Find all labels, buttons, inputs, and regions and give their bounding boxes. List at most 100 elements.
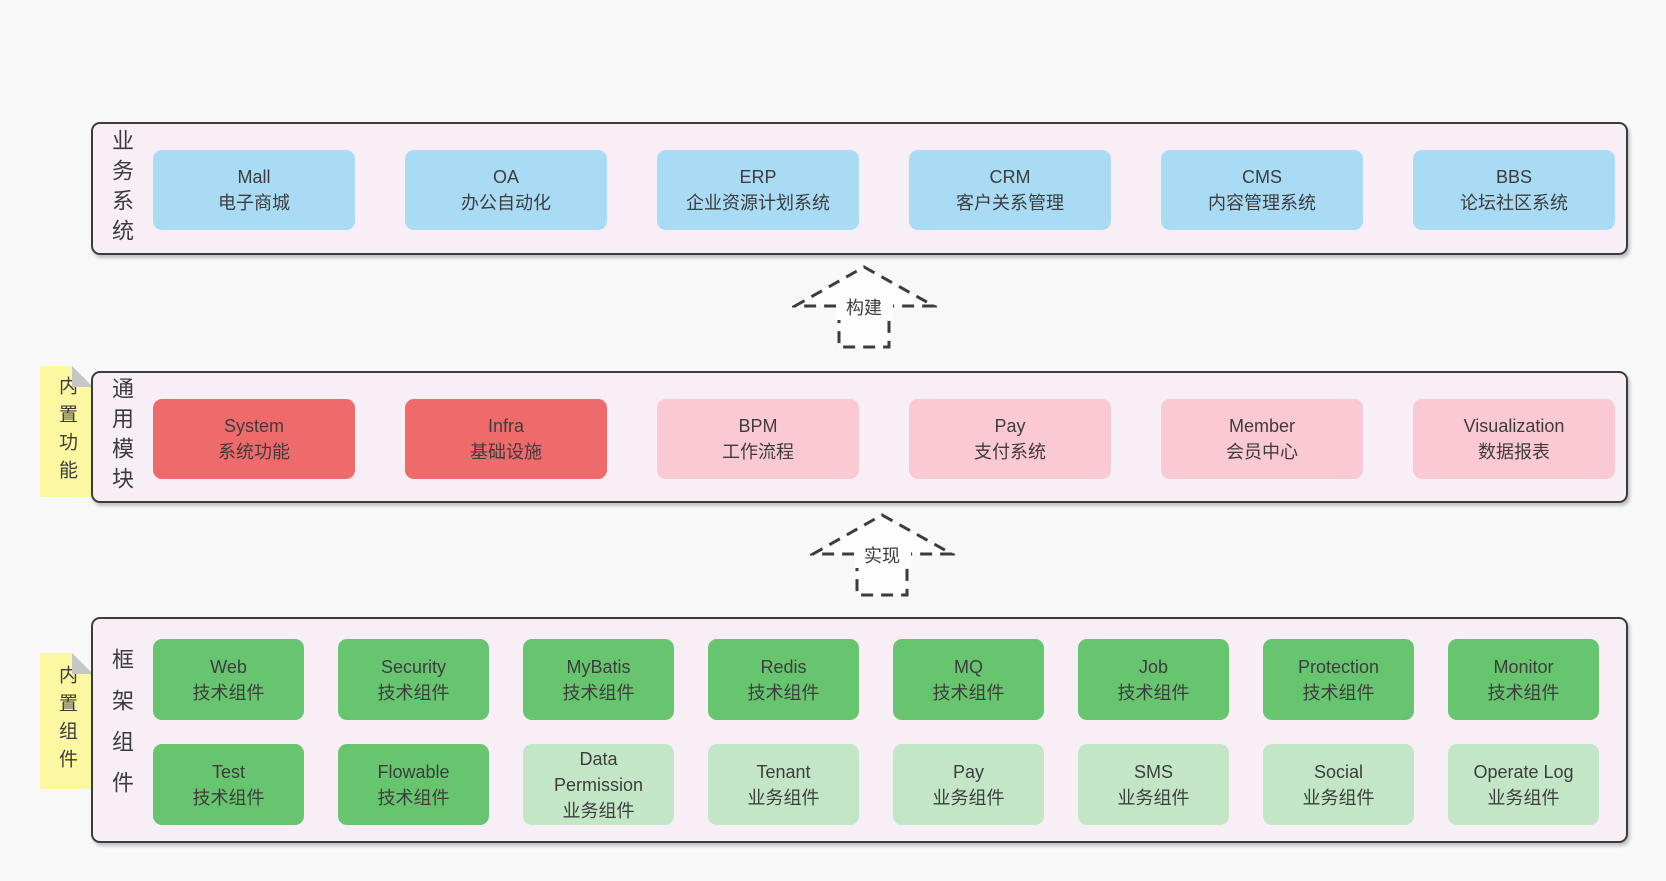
box-mall: Mall 电子商城 [153, 150, 355, 230]
box-subtitle: 基础设施 [470, 442, 542, 462]
box-subtitle: 论坛社区系统 [1460, 193, 1568, 213]
layer-common-modules: 通用模块 System 系统功能 Infra 基础设施 BPM 工作流程 Pay… [91, 371, 1628, 503]
folded-corner-icon [72, 366, 93, 387]
box-title: Infra [487, 416, 525, 436]
box-subtitle: 业务组件 [932, 787, 1005, 808]
box-infra: Infra 基础设施 [405, 399, 607, 479]
box-title: Monitor [1493, 656, 1554, 677]
arrow-label: 构建 [846, 298, 882, 318]
box-title: Web [210, 656, 247, 677]
box-title: MQ [954, 656, 983, 677]
arrow-label-background [854, 541, 911, 568]
box-title: Redis [760, 656, 807, 677]
layer-label: 业务系统 [103, 124, 139, 253]
box-title: Mall [237, 167, 271, 187]
folded-corner-icon [72, 653, 93, 674]
box-web: Web 技术组件 [153, 639, 304, 720]
box-subtitle: 技术组件 [1487, 682, 1560, 703]
box-subtitle: 内容管理系统 [1208, 193, 1316, 213]
box-title: Flowable [377, 761, 450, 782]
box-subtitle: 技术组件 [562, 682, 635, 703]
box-mq: MQ 技术组件 [893, 639, 1044, 720]
box-subtitle: 办公自动化 [461, 193, 551, 213]
layer-business-systems: 业务系统 Mall 电子商城 OA 办公自动化 ERP 企业资源计划系统 CRM… [91, 122, 1628, 255]
box-bbs: BBS 论坛社区系统 [1413, 150, 1615, 230]
box-title: Protection [1297, 656, 1380, 677]
box-title: CMS [1242, 167, 1282, 187]
layer-label: 通用模块 [103, 373, 139, 501]
box-title: Member [1228, 416, 1295, 436]
box-title: Job [1138, 656, 1169, 677]
box-subtitle: 业务组件 [562, 800, 635, 821]
box-title: Data Permission [553, 748, 644, 795]
box-title: CRM [989, 167, 1031, 187]
box-title: Operate Log [1473, 761, 1574, 782]
sticky-note-text: 内置功能 [56, 375, 77, 488]
box-title: System [223, 416, 284, 436]
box-monitor: Monitor 技术组件 [1448, 639, 1599, 720]
box-title: BPM [738, 416, 778, 436]
layer-label-text: 框架组件 [109, 648, 134, 812]
box-subtitle: 业务组件 [1302, 787, 1375, 808]
box-pay: Pay 支付系统 [909, 399, 1111, 479]
sticky-note-built-in-components: 内置组件 [40, 653, 93, 789]
box-erp: ERP 企业资源计划系统 [657, 150, 859, 230]
box-title: Social [1313, 761, 1364, 782]
arrow-label-background [836, 293, 893, 320]
box-title: Security [380, 656, 447, 677]
box-protection: Protection 技术组件 [1263, 639, 1414, 720]
box-cms: CMS 内容管理系统 [1161, 150, 1363, 230]
box-flowable: Flowable 技术组件 [338, 744, 489, 825]
box-title: SMS [1133, 761, 1173, 782]
sticky-note-text: 内置组件 [56, 665, 77, 777]
box-tenant: Tenant 业务组件 [708, 744, 859, 825]
box-mybatis: MyBatis 技术组件 [523, 639, 674, 720]
box-subtitle: 支付系统 [974, 442, 1046, 462]
box-security: Security 技术组件 [338, 639, 489, 720]
box-sms: SMS 业务组件 [1078, 744, 1229, 825]
box-subtitle: 技术组件 [1117, 682, 1190, 703]
box-title: OA [492, 167, 519, 187]
box-subtitle: 工作流程 [722, 442, 794, 462]
box-title: Pay [994, 416, 1026, 436]
box-subtitle: 客户关系管理 [956, 193, 1064, 213]
box-title: Pay [952, 761, 985, 782]
box-title: Visualization [1463, 416, 1565, 436]
box-social: Social 业务组件 [1263, 744, 1414, 825]
box-subtitle: 企业资源计划系统 [686, 193, 830, 213]
box-title: Test [211, 761, 245, 782]
arrow-label: 实现 [864, 546, 900, 566]
layer-label-text: 通用模块 [109, 377, 134, 497]
layer-framework-components: 框架组件 Web 技术组件 Security 技术组件 MyBatis 技术组件… [91, 617, 1628, 843]
box-subtitle: 会员中心 [1226, 442, 1298, 462]
box-member: Member 会员中心 [1161, 399, 1363, 479]
box-subtitle: 技术组件 [747, 682, 820, 703]
box-job: Job 技术组件 [1078, 639, 1229, 720]
box-subtitle: 电子商城 [218, 193, 290, 213]
layer-label-text: 业务系统 [109, 128, 134, 249]
box-title: Tenant [756, 761, 811, 782]
box-subtitle: 技术组件 [1302, 682, 1375, 703]
box-subtitle: 业务组件 [1487, 787, 1560, 808]
box-redis: Redis 技术组件 [708, 639, 859, 720]
arrow-up-build-icon: 构建 [792, 265, 937, 349]
box-bpm: BPM 工作流程 [657, 399, 859, 479]
box-subtitle: 数据报表 [1478, 442, 1550, 462]
arrow-up-implement-icon: 实现 [810, 513, 955, 597]
sticky-note-built-in-features: 内置功能 [40, 366, 93, 497]
box-system: System 系统功能 [153, 399, 355, 479]
box-title: ERP [739, 167, 777, 187]
box-data-permission: Data Permission 业务组件 [523, 744, 674, 825]
box-subtitle: 技术组件 [192, 682, 265, 703]
layer-label: 框架组件 [103, 619, 139, 841]
box-operate-log: Operate Log 业务组件 [1448, 744, 1599, 825]
box-oa: OA 办公自动化 [405, 150, 607, 230]
box-subtitle: 业务组件 [1117, 787, 1190, 808]
box-subtitle: 技术组件 [192, 787, 265, 808]
box-title: MyBatis [566, 656, 631, 677]
box-pay-business: Pay 业务组件 [893, 744, 1044, 825]
box-test: Test 技术组件 [153, 744, 304, 825]
box-subtitle: 技术组件 [377, 682, 450, 703]
box-subtitle: 系统功能 [218, 442, 290, 462]
